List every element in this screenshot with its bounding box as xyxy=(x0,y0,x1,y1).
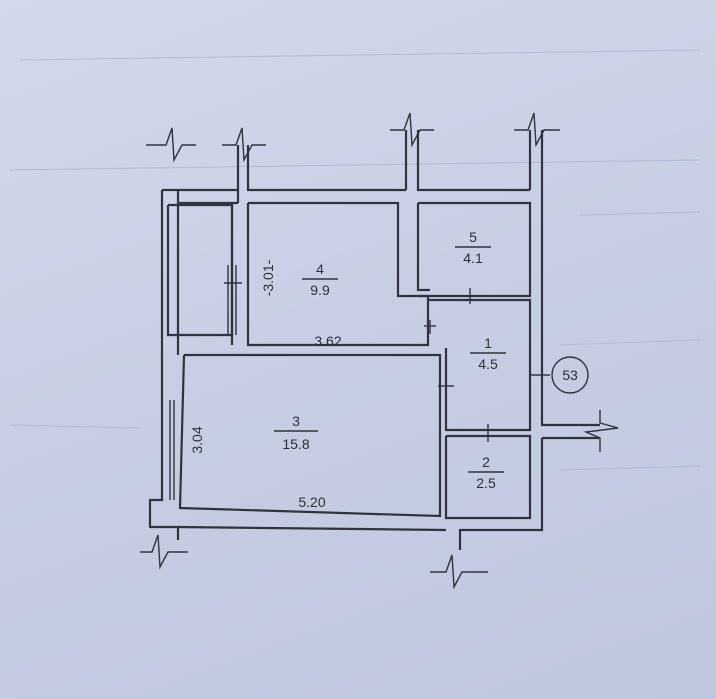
room-4-number: 4 xyxy=(316,261,324,277)
room-4-depth-dimension: -3.01- xyxy=(260,259,276,296)
room-1-number: 1 xyxy=(484,335,492,351)
room-3-number: 3 xyxy=(292,413,300,429)
room-3-walls xyxy=(169,353,442,518)
room-3-area: 15.8 xyxy=(282,436,309,452)
room-1-area: 4.5 xyxy=(478,356,498,372)
room-2-area: 2.5 xyxy=(476,475,496,491)
room-5-number: 5 xyxy=(469,229,477,245)
room-2-number: 2 xyxy=(482,454,490,470)
room-5-area: 4.1 xyxy=(463,250,483,266)
room-5-label: 5 4.1 xyxy=(455,229,491,266)
room-2-label: 2 2.5 xyxy=(468,454,504,491)
room-4-area: 9.9 xyxy=(310,282,330,298)
apartment-number: 53 xyxy=(562,367,578,383)
wall-break-marks xyxy=(140,112,619,590)
room-1-label: 1 4.5 xyxy=(470,335,506,372)
room-4-walls xyxy=(166,201,430,347)
room-5-walls xyxy=(416,201,532,304)
room-4-label: 4 9.9 xyxy=(302,261,338,298)
room-3-depth-dimension: 3.04 xyxy=(189,426,205,453)
room-3-label: 3 15.8 xyxy=(274,413,318,452)
apartment-number-circle xyxy=(551,356,589,394)
apartment-number-marker: 53 xyxy=(551,356,589,394)
room-4-width-dimension: 3.62 xyxy=(314,333,341,349)
room-2-walls xyxy=(444,424,532,520)
room-3-width-dimension: 5.20 xyxy=(298,494,325,510)
outer-walls xyxy=(148,130,600,550)
paper-texture xyxy=(9,49,701,471)
